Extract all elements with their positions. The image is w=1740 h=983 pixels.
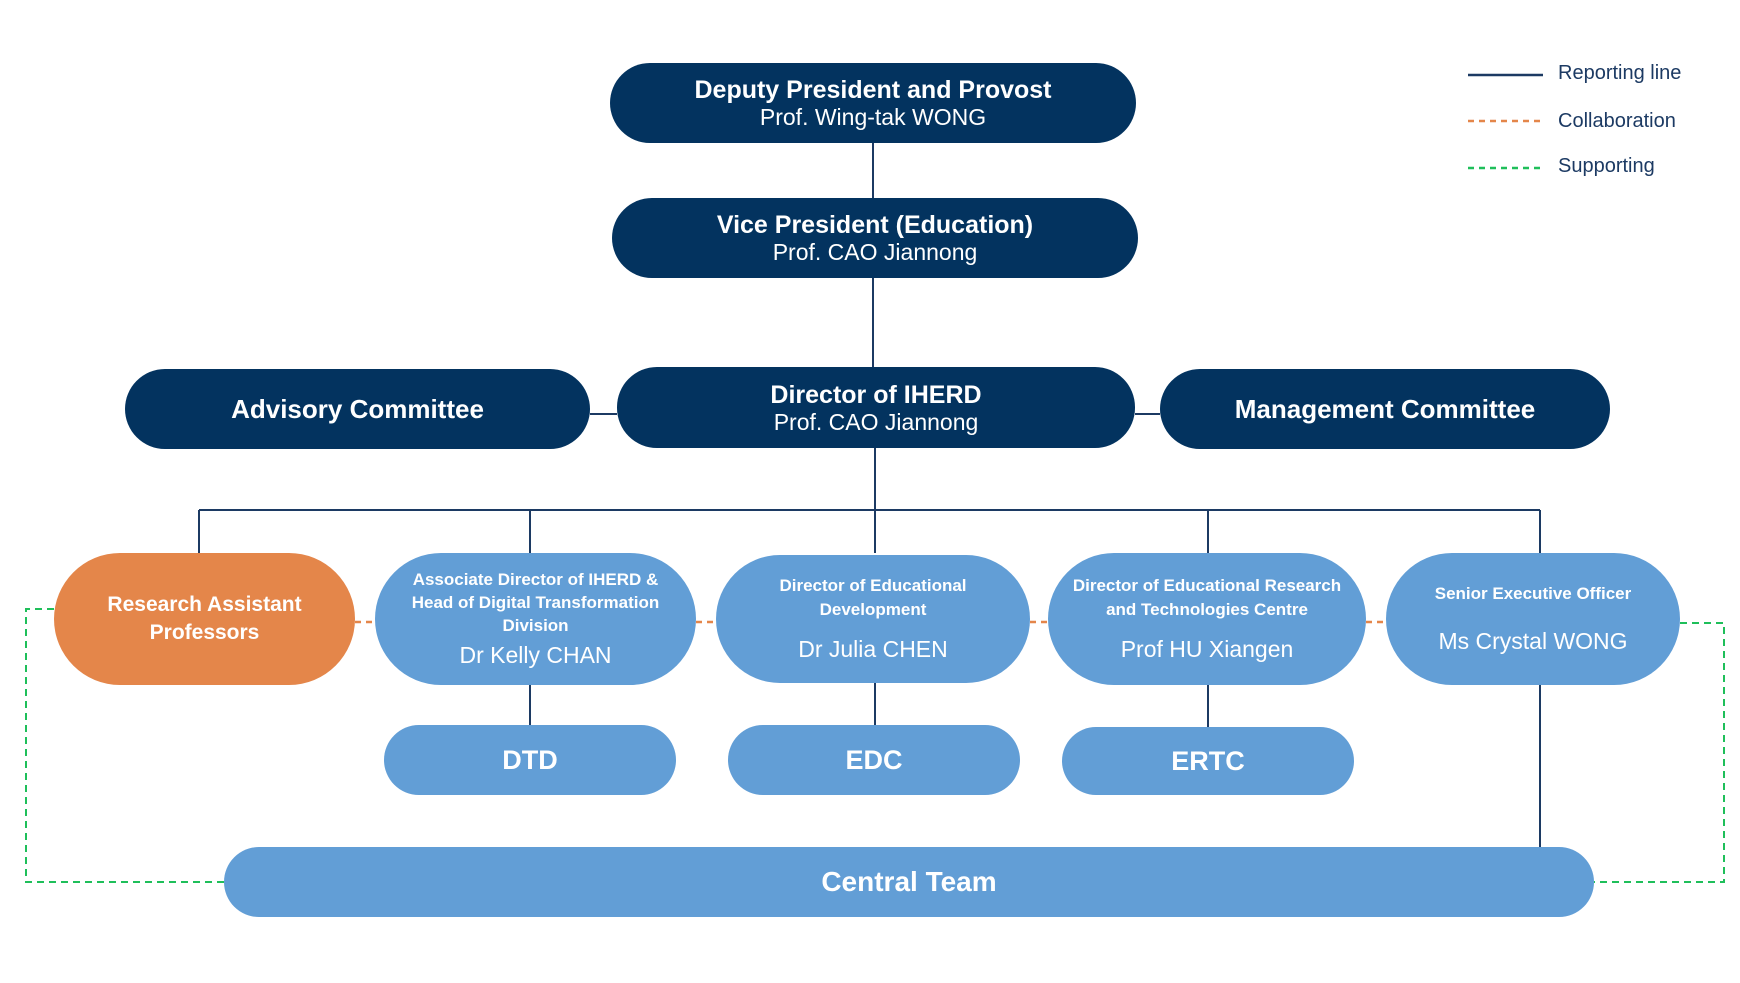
node-director-iherd: Director of IHERD Prof. CAO Jiannong [617, 367, 1135, 448]
node-research-assistant-professors: Research Assistant Professors [54, 553, 355, 685]
node-title: Vice President (Education) [716, 211, 1034, 239]
node-title: Director of Educational Research and Tec… [1072, 576, 1342, 619]
node-title: Director of Educational Development [779, 576, 967, 619]
node-title: Advisory Committee [231, 393, 484, 424]
node-deputy-president-provost: Deputy President and Provost Prof. Wing-… [610, 63, 1136, 143]
node-director-educational-development: Director of Educational Development Dr J… [716, 555, 1030, 683]
node-person: Dr Kelly CHAN [459, 642, 612, 668]
node-title: Management Committee [1234, 393, 1536, 424]
node-title: Senior Executive Officer [1434, 584, 1632, 603]
node-advisory-committee: Advisory Committee [125, 369, 590, 449]
node-edc: EDC [728, 725, 1020, 795]
node-senior-executive-officer: Senior Executive Officer Ms Crystal WONG [1386, 553, 1680, 685]
node-title: Associate Director of IHERD & Head of Di… [411, 570, 660, 635]
node-title: Director of IHERD [770, 380, 982, 409]
legend-supporting-label: Supporting [1558, 155, 1655, 177]
node-title: Central Team [821, 866, 997, 897]
node-person: Dr Julia CHEN [798, 636, 948, 662]
node-title: DTD [502, 744, 558, 775]
node-vice-president-education: Vice President (Education) Prof. CAO Jia… [612, 198, 1138, 278]
legend-reporting-label: Reporting line [1558, 62, 1682, 84]
node-central-team: Central Team [224, 847, 1594, 917]
node-title: Deputy President and Provost [694, 76, 1052, 104]
node-title: Research Assistant Professors [107, 593, 302, 644]
node-dtd: DTD [384, 725, 676, 795]
supporting-lines [25, 608, 1725, 883]
node-director-ertc: Director of Educational Research and Tec… [1048, 553, 1366, 685]
node-person: Prof HU Xiangen [1120, 636, 1294, 662]
node-title: ERTC [1171, 745, 1245, 776]
node-person: Prof. CAO Jiannong [773, 408, 979, 435]
legend-collaboration-label: Collaboration [1558, 110, 1676, 132]
node-ertc: ERTC [1062, 727, 1354, 795]
node-management-committee: Management Committee [1160, 369, 1610, 449]
node-associate-director: Associate Director of IHERD & Head of Di… [375, 553, 696, 685]
node-person: Ms Crystal WONG [1438, 628, 1628, 654]
node-title: EDC [845, 744, 903, 775]
node-person: Prof. Wing-tak WONG [759, 104, 987, 130]
node-person: Prof. CAO Jiannong [772, 239, 978, 265]
reporting-lines [198, 143, 1541, 847]
